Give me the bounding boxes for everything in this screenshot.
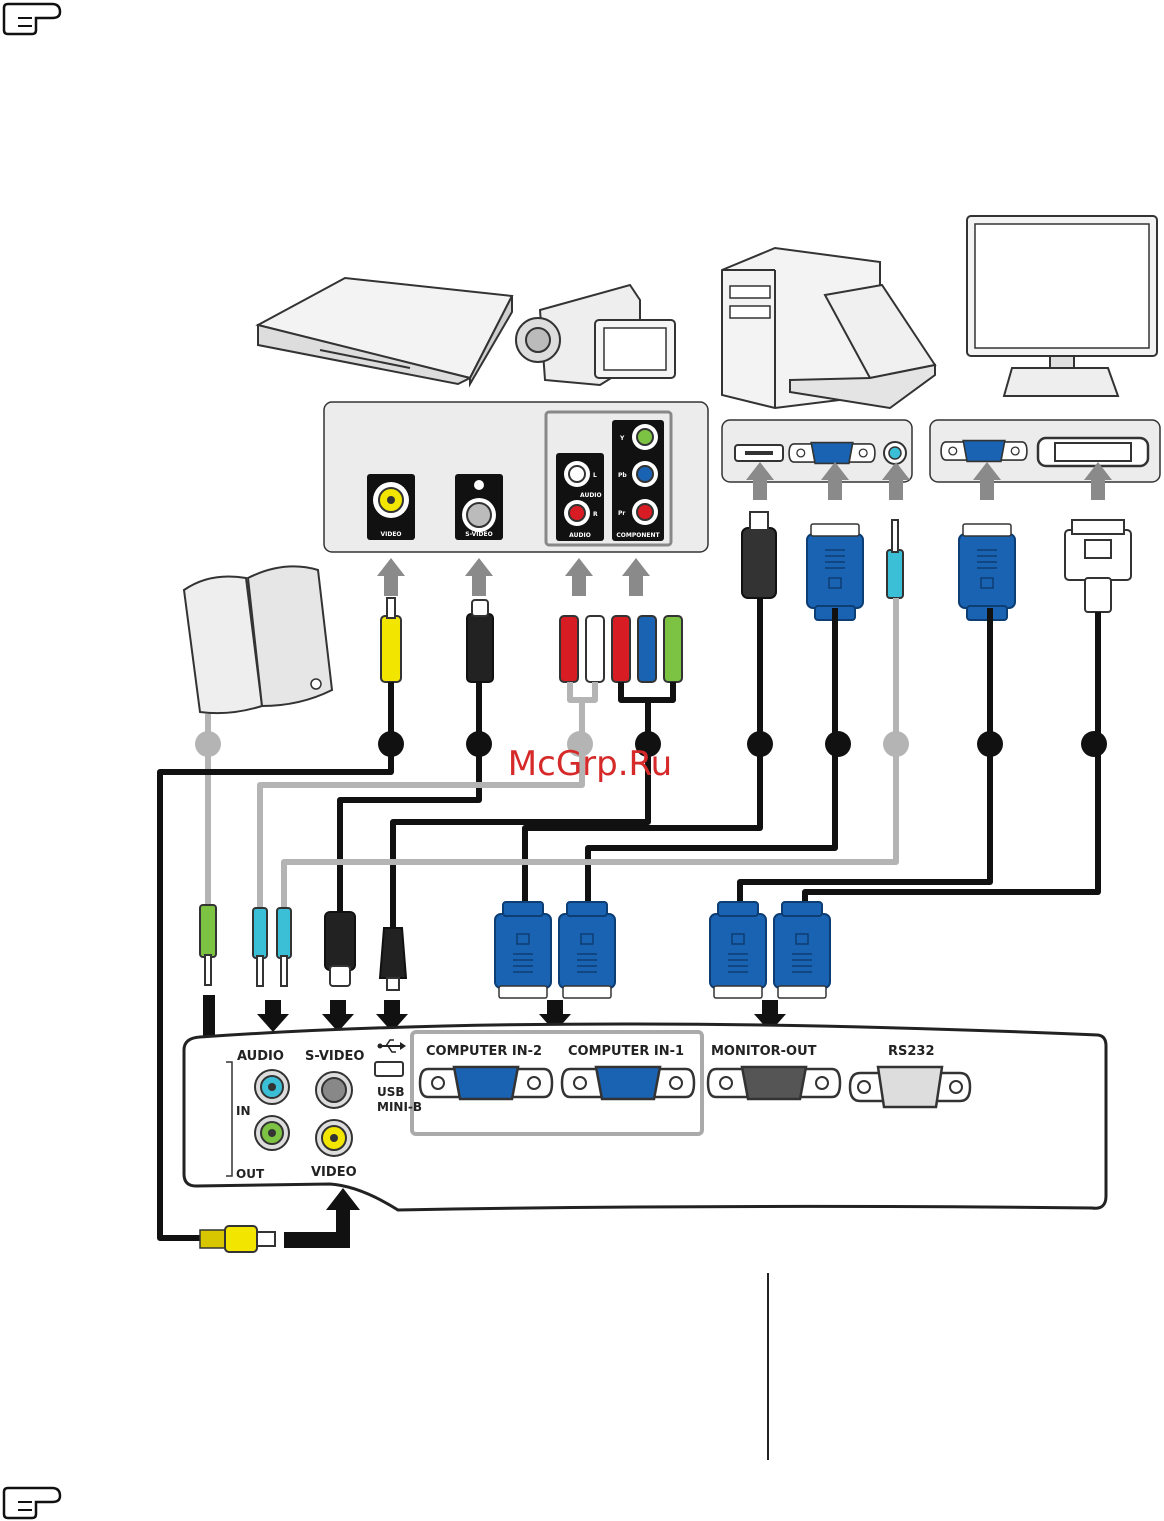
av-source-panel: VIDEO S-VIDEO L R AUDIO AUDIO Y Pb Pr CO…	[324, 402, 708, 552]
proj-computer-in1-label: COMPUTER IN-1	[568, 1044, 684, 1059]
panel-audio-label: AUDIO	[569, 532, 591, 539]
pointing-hand-icon	[4, 4, 60, 34]
usb-plug	[742, 512, 776, 598]
watermark: McGrp.Ru	[508, 744, 672, 784]
usb-mini-plug	[380, 928, 406, 990]
proj-usb-label: USB	[377, 1085, 405, 1099]
proj-usb-mini-label: MINI-B	[377, 1100, 422, 1114]
proj-rs232-label: RS232	[888, 1044, 935, 1059]
svideo-plug	[467, 600, 493, 682]
panel-comp-pr: Pr	[618, 510, 625, 517]
camcorder-icon	[516, 285, 675, 385]
panel-component-label: COMPONENT	[616, 532, 660, 539]
audio-out-jack-plug	[200, 905, 216, 985]
vga-plug-upper-1	[807, 524, 863, 620]
proj-audio-out-label: OUT	[236, 1167, 265, 1181]
panel-svideo-label: S-VIDEO	[465, 531, 492, 538]
composite-plug	[381, 598, 401, 682]
proj-audio-label: AUDIO	[237, 1049, 284, 1064]
composite-plug-lower	[200, 1226, 275, 1252]
monitor-icon	[967, 216, 1157, 396]
pointing-hand-icon	[4, 1488, 60, 1518]
panel-video-label: VIDEO	[380, 531, 401, 538]
video-in-arrow	[284, 1188, 360, 1248]
vga-plug-upper-2	[959, 524, 1015, 620]
vga-plug-lower-3	[710, 902, 766, 998]
audio-in-jack-plugs	[253, 908, 291, 986]
pc-port-panel	[722, 420, 912, 482]
dvi-plug	[1065, 520, 1131, 612]
dvd-player-icon	[258, 278, 512, 384]
svideo-plug-lower	[325, 912, 355, 986]
proj-monitor-out-label: MONITOR-OUT	[711, 1044, 817, 1059]
panel-audio-l: L	[593, 472, 597, 479]
speakers-icon	[184, 566, 332, 713]
rca-audio-plugs	[560, 616, 682, 682]
panel-audio-r: R	[593, 511, 598, 518]
monitor-port-panel	[930, 420, 1160, 482]
proj-video-label: VIDEO	[311, 1165, 357, 1180]
vga-plug-lower-2	[559, 902, 615, 998]
proj-audio-in-label: IN	[236, 1104, 251, 1118]
mini-jack-plug	[887, 520, 903, 598]
panel-audio-small-label: AUDIO	[580, 492, 602, 499]
proj-computer-in2-label: COMPUTER IN-2	[426, 1044, 542, 1059]
panel-comp-pb: Pb	[618, 472, 627, 479]
vga-plug-lower-4	[774, 902, 830, 998]
proj-svideo-label: S-VIDEO	[305, 1049, 364, 1064]
panel-comp-y: Y	[619, 435, 625, 442]
vga-plug-lower-1	[495, 902, 551, 998]
